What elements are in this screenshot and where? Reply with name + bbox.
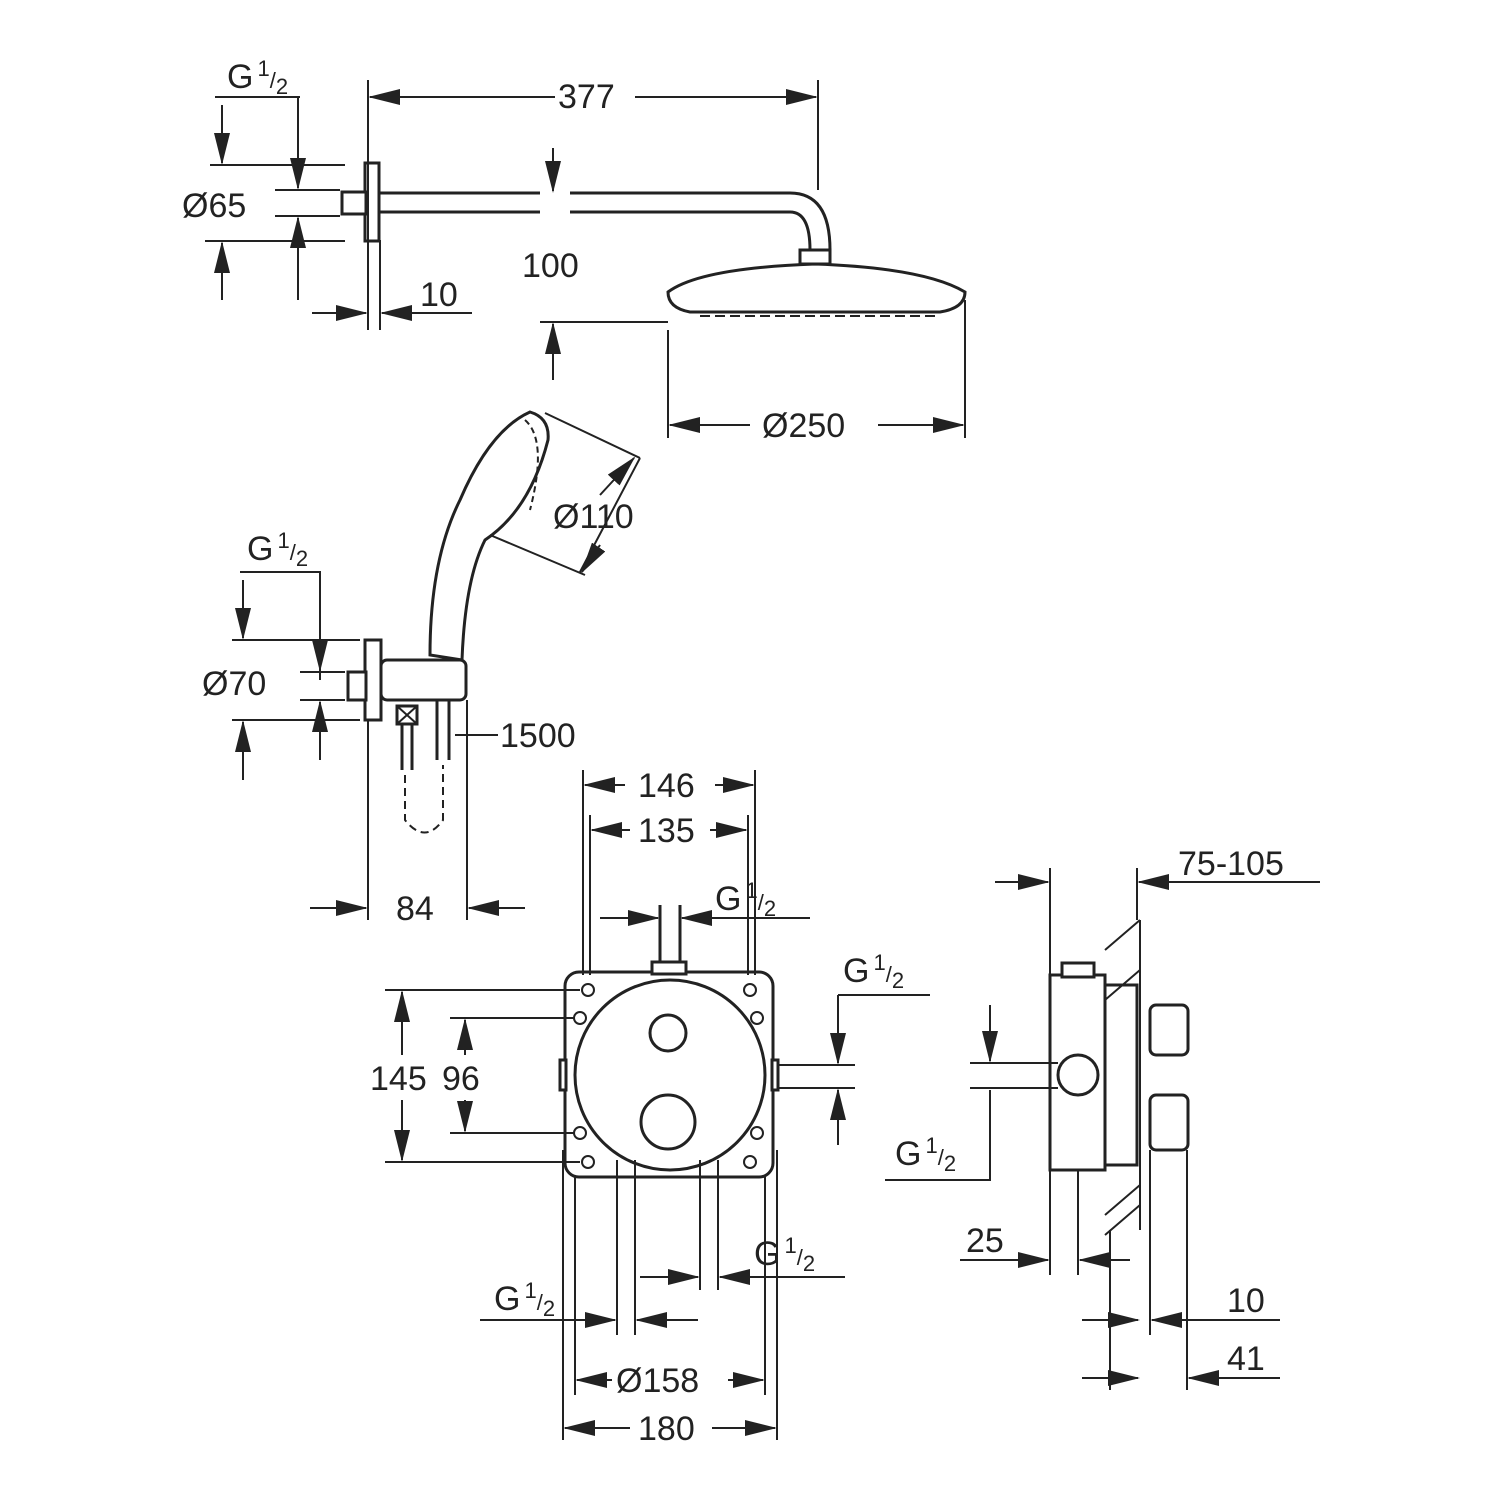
side-knob-top	[1148, 1003, 1190, 1057]
connector	[340, 190, 368, 216]
dim-head-diameter: Ø250	[762, 407, 845, 445]
cover-plate	[573, 978, 767, 1172]
dim-plate-depth: 10	[1227, 1282, 1265, 1320]
dim-height-outer: 145	[370, 1060, 427, 1098]
dim-arm-height: 100	[522, 247, 579, 285]
dim-height-inner: 96	[442, 1060, 480, 1098]
dim-outlet-diameter: Ø70	[202, 665, 266, 703]
dim-box-width: 180	[638, 1410, 695, 1448]
side-knob-bottom	[1148, 1093, 1190, 1152]
diverter-knob	[648, 1013, 688, 1053]
arm-joint	[798, 248, 832, 266]
shower-arm	[379, 191, 832, 251]
dim-flange-depth: 10	[420, 276, 458, 314]
top-outlet	[650, 960, 688, 976]
dim-hand-shower-diameter: Ø110	[553, 498, 634, 536]
outlet-connector	[346, 670, 368, 702]
dim-offset: 25	[966, 1222, 1004, 1260]
dim-arm-length: 377	[558, 78, 615, 116]
dim-handle-depth: 41	[1227, 1340, 1265, 1378]
side-cartridge	[1056, 1053, 1100, 1097]
hand-shower	[428, 410, 550, 662]
thermostat-knob	[639, 1093, 697, 1151]
dim-flange-diameter: Ø65	[182, 187, 246, 225]
dim-wall-depth: 75-105	[1178, 845, 1284, 883]
dim-width-outer: 146	[638, 767, 695, 805]
side-plate	[1103, 983, 1139, 1167]
dim-outlet-projection: 84	[396, 890, 434, 928]
head-shower-body	[666, 262, 967, 314]
hose	[400, 700, 451, 770]
wall-holder	[379, 658, 468, 702]
dim-hose-length: 1500	[500, 717, 576, 755]
dim-plate-diameter: Ø158	[616, 1362, 699, 1400]
dim-width-inner: 135	[638, 812, 695, 850]
